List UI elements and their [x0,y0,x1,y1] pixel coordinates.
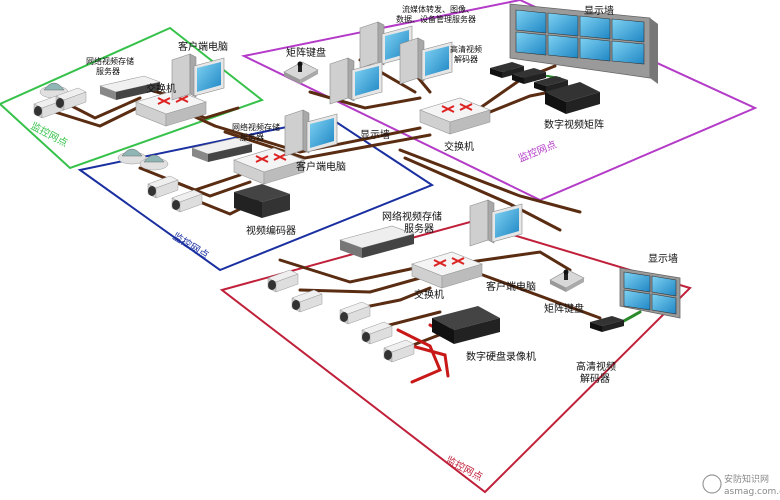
purple-display-wall-label: 显示墙 [584,4,614,17]
purple-streaming-label-1: 流媒体转发、图像、 [402,4,474,14]
red-dvr [432,306,500,344]
red-client-pc-label: 客户端电脑 [486,280,536,293]
purple-hd-decoder-label-1: 高清视频 [450,44,482,54]
purple-keyboard-label: 矩阵键盘 [286,46,326,59]
red-camera-2 [291,289,323,313]
red-nvs-label-1: 网络视频存储 [382,210,442,223]
purple-matrix [545,82,600,114]
green-nvs-label-2: 服务器 [96,66,120,76]
purple-streaming-label-2: 数据、设备管理服务器 [396,14,476,24]
red-hd-decoder-label-1: 高清视频 [576,360,616,373]
green-client-pc-label: 客户端电脑 [178,40,228,53]
blue-nvs-label-1: 网络视频存储 [232,122,280,132]
red-keyboard [549,269,585,293]
blue-nvs-label-2: 服务器 [240,132,264,142]
red-camera-1 [267,269,299,293]
zone-red-label: 监控网点 [444,453,485,483]
purple-switch [419,97,491,135]
purple-streaming-pc-2 [399,37,453,85]
blue-client-pc-label: 客户端电脑 [296,160,346,173]
blue-camera-2 [171,189,203,213]
red-switch-label: 交换机 [414,288,444,301]
blue-video-encoder [234,184,290,218]
red-display-wall [619,267,681,319]
purple-display-wall [509,3,658,84]
display-wall-mid-label: 显示墙 [360,128,390,141]
red-nvs-server [339,225,415,258]
red-nvs-label-2: 服务器 [404,222,434,235]
blue-client-pc [284,109,338,157]
red-camera-3 [339,301,371,325]
red-dvr-label: 数字硬盘录像机 [466,350,536,363]
red-hd-decoder [590,316,624,332]
purple-hd-decoder-label-2: 解码器 [454,54,478,64]
green-switch-label: 交换机 [146,82,176,95]
red-camera-5 [383,339,415,363]
purple-keyboard [283,61,319,85]
red-keyboard-label: 矩阵键盘 [544,302,584,315]
red-display-wall-label: 显示墙 [648,252,678,265]
green-nvs-label-1: 网络视频存储 [86,56,134,66]
watermark-cn: 安防知识网 [724,473,769,485]
blue-camera-1 [147,175,179,199]
zone-blue-label: 监控网点 [170,230,211,262]
purple-matrix-label: 数字视频矩阵 [544,118,604,131]
watermark: 安防知识网 asmag.com.cn [702,473,780,497]
red-client-pc [469,199,523,247]
red-switch [411,251,483,289]
blue-encoder-label: 视频编码器 [246,224,296,237]
red-camera-4 [361,321,393,345]
red-hd-decoder-label-2: 解码器 [580,372,610,385]
purple-streaming-pc-3 [329,57,383,105]
zone-green-label: 监控网点 [29,119,70,149]
purple-switch-label: 交换机 [444,140,474,153]
watermark-en: asmag.com.cn [724,487,780,497]
zone-purple-label: 监控网点 [516,138,558,165]
green-client-pc [171,53,225,101]
